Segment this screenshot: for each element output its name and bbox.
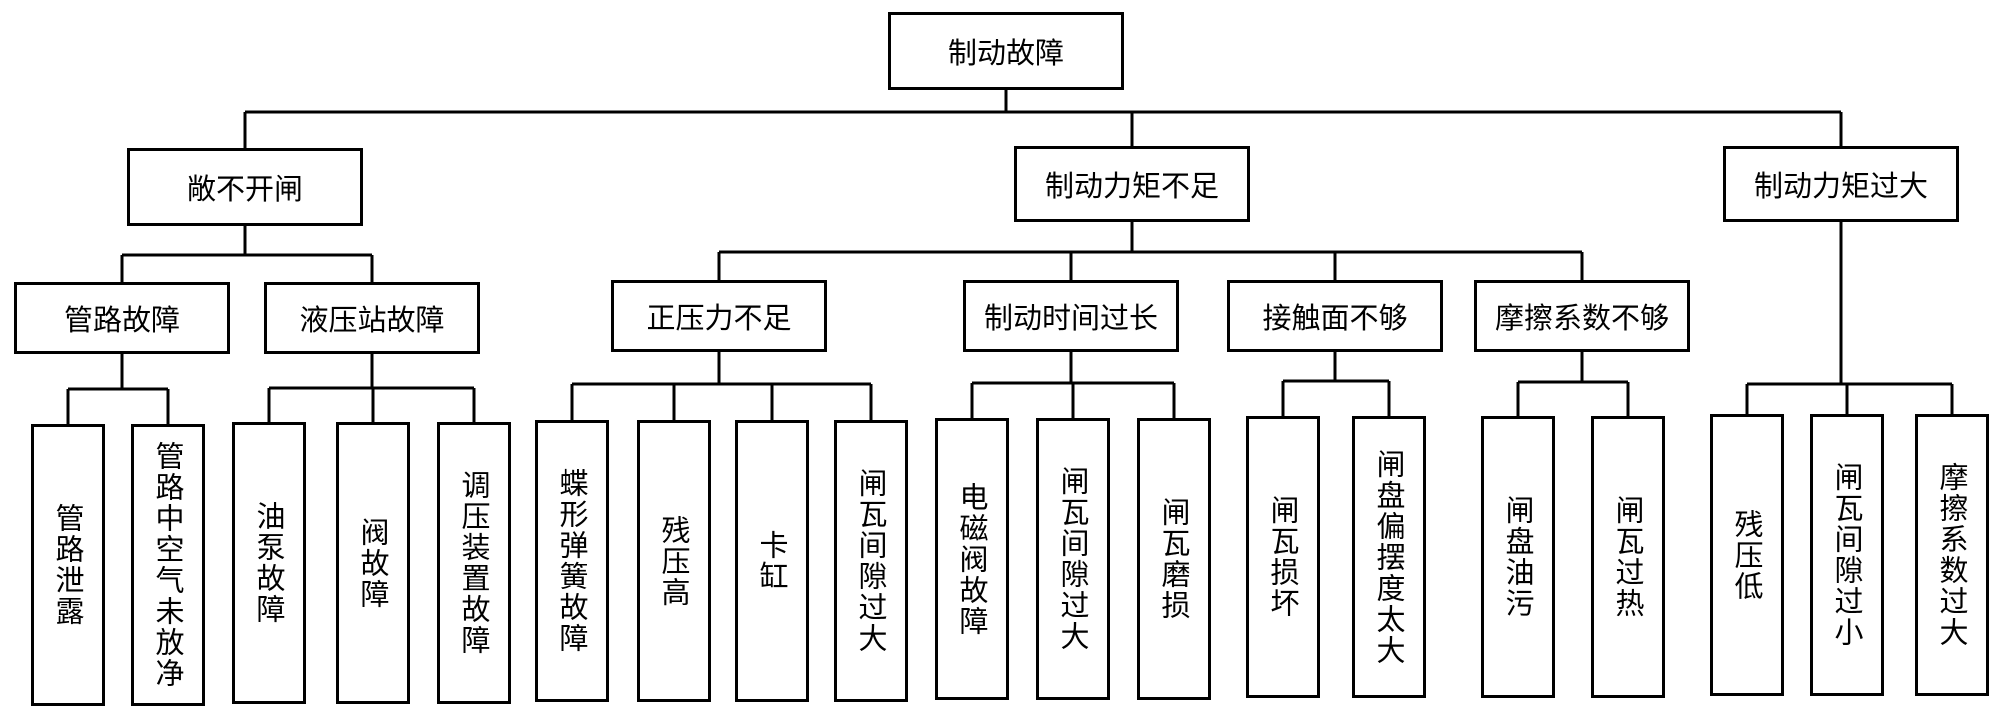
leaf-node: 闸瓦损坏 — [1246, 416, 1320, 698]
cause-node-positive-pressure-low: 正压力不足 — [611, 280, 827, 352]
group-node-brake-not-open: 敞不开闸 — [127, 148, 363, 226]
leaf-node: 闸瓦磨损 — [1137, 418, 1211, 700]
leaf-node: 闸盘油污 — [1481, 416, 1555, 698]
group-node-torque-insufficient: 制动力矩不足 — [1014, 146, 1250, 222]
leaf-node: 残压低 — [1710, 414, 1784, 696]
cause-node-pipeline-fault: 管路故障 — [14, 282, 230, 354]
leaf-node: 残压高 — [637, 420, 711, 702]
leaf-node: 调压装置故障 — [437, 422, 511, 704]
leaf-node: 闸瓦间隙过大 — [834, 420, 908, 702]
leaf-node: 管路中空气未放净 — [131, 424, 205, 706]
leaf-node: 油泵故障 — [232, 422, 306, 704]
leaf-node: 闸瓦过热 — [1591, 416, 1665, 698]
leaf-node: 闸瓦间隙过小 — [1810, 414, 1884, 696]
cause-node-hydraulic-station-fault: 液压站故障 — [264, 282, 480, 354]
root-node: 制动故障 — [888, 12, 1124, 90]
leaf-node: 闸盘偏摆度太大 — [1352, 416, 1426, 698]
leaf-node: 摩擦系数过大 — [1915, 414, 1989, 696]
leaf-node: 卡缸 — [735, 420, 809, 702]
leaf-node: 管路泄露 — [31, 424, 105, 706]
leaf-node: 闸瓦间隙过大 — [1036, 418, 1110, 700]
cause-node-contact-area-small: 接触面不够 — [1227, 280, 1443, 352]
group-node-torque-excessive: 制动力矩过大 — [1723, 146, 1959, 222]
leaf-node: 电磁阀故障 — [935, 418, 1009, 700]
leaf-node: 蝶形弹簧故障 — [535, 420, 609, 702]
cause-node-braking-time-long: 制动时间过长 — [963, 280, 1179, 352]
leaf-node: 阀故障 — [336, 422, 410, 704]
cause-node-friction-coefficient-low: 摩擦系数不够 — [1474, 280, 1690, 352]
